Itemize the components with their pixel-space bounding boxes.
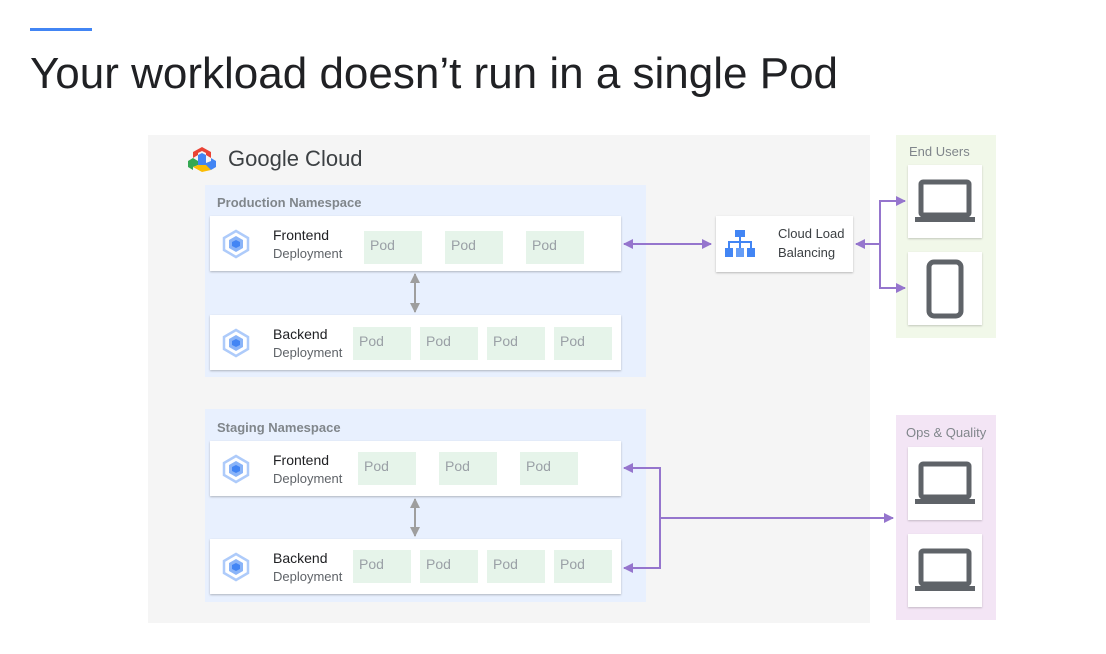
deployment-name: Frontend <box>273 227 330 243</box>
pod: Pod <box>364 231 422 264</box>
pod: Pod <box>487 327 545 360</box>
title-accent-rule <box>30 28 92 31</box>
end-users-label: End Users <box>909 144 970 159</box>
pod: Pod <box>554 550 612 583</box>
staging-frontend-deployment[interactable]: Frontend Deployment Pod Pod Pod <box>210 441 621 496</box>
laptop-icon <box>915 179 975 222</box>
pod: Pod <box>445 231 503 264</box>
deployment-name: Backend <box>273 550 328 566</box>
deployment-type: Deployment <box>273 569 343 584</box>
laptop-icon <box>915 548 975 591</box>
cloud-load-balancing-card[interactable]: Cloud Load Balancing <box>716 216 853 272</box>
deployment-type: Deployment <box>273 345 343 360</box>
deployment-type: Deployment <box>273 471 343 486</box>
tablet-icon <box>926 259 964 319</box>
pod: Pod <box>358 452 416 485</box>
end-user-laptop[interactable] <box>908 165 982 238</box>
production-frontend-deployment[interactable]: Frontend Deployment Pod Pod Pod <box>210 216 621 271</box>
kubernetes-engine-icon <box>222 552 250 582</box>
deployment-name: Backend <box>273 326 328 342</box>
pod: Pod <box>487 550 545 583</box>
pod: Pod <box>353 327 411 360</box>
load-balancer-label-line2: Balancing <box>778 245 836 260</box>
staging-backend-deployment[interactable]: Backend Deployment Pod Pod Pod Pod <box>210 539 621 594</box>
deployment-name: Frontend <box>273 452 330 468</box>
staging-namespace-label: Staging Namespace <box>217 420 341 435</box>
pod: Pod <box>420 327 478 360</box>
google-cloud-logo-icon <box>188 147 216 172</box>
quality-laptop[interactable] <box>908 534 982 607</box>
kubernetes-engine-icon <box>222 328 250 358</box>
production-namespace-label: Production Namespace <box>217 195 362 210</box>
kubernetes-engine-icon <box>222 454 250 484</box>
pod: Pod <box>526 231 584 264</box>
kubernetes-engine-icon <box>222 229 250 259</box>
ops-laptop[interactable] <box>908 447 982 520</box>
ops-quality-label: Ops & Quality <box>906 425 987 440</box>
pod: Pod <box>420 550 478 583</box>
pod: Pod <box>353 550 411 583</box>
google-cloud-label: Google Cloud <box>228 146 363 171</box>
pod: Pod <box>520 452 578 485</box>
slide-title: Your workload doesn’t run in a single Po… <box>30 49 839 98</box>
load-balancer-label-line1: Cloud Load <box>778 226 845 241</box>
end-user-tablet[interactable] <box>908 252 982 325</box>
load-balancer-icon <box>725 230 755 257</box>
pod: Pod <box>554 327 612 360</box>
deployment-type: Deployment <box>273 246 343 261</box>
laptop-icon <box>915 461 975 504</box>
pod: Pod <box>439 452 497 485</box>
production-backend-deployment[interactable]: Backend Deployment Pod Pod Pod Pod <box>210 315 621 370</box>
